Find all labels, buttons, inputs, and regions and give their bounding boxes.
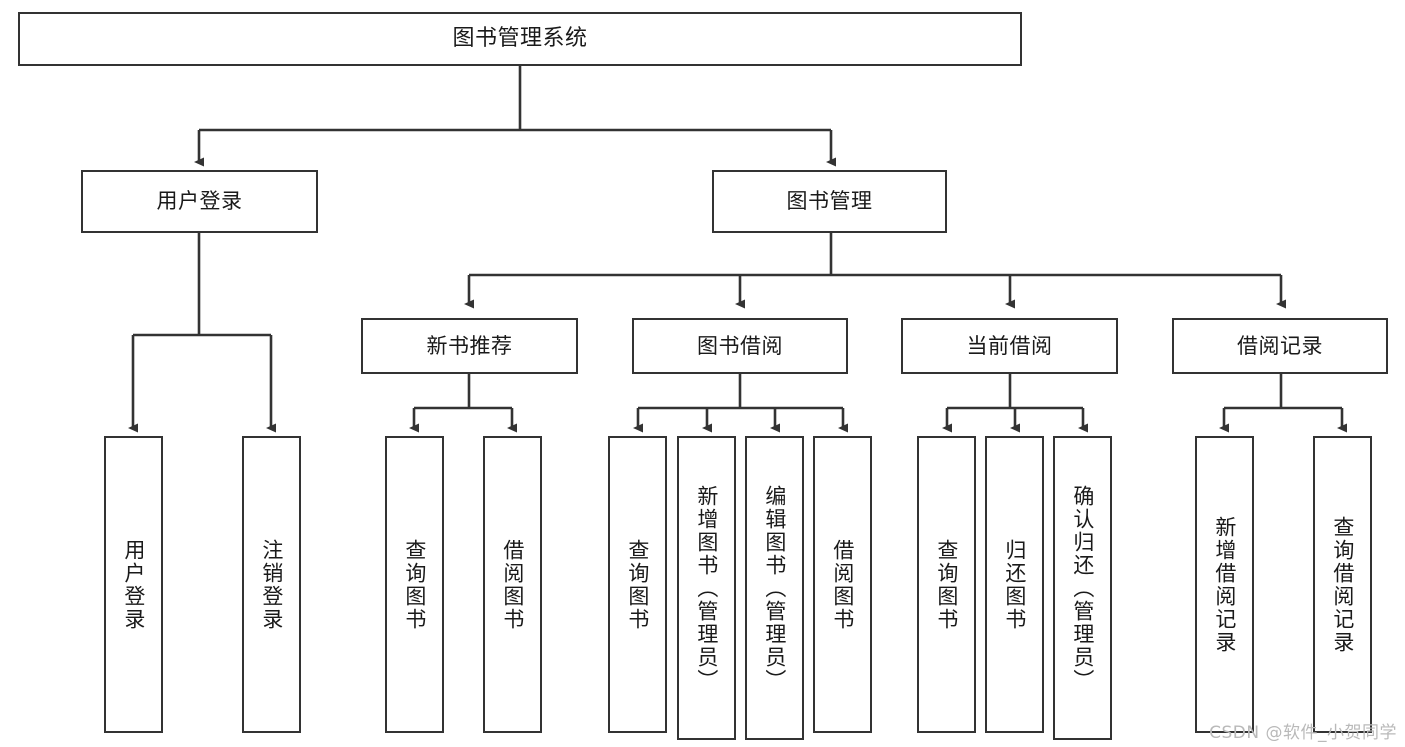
- node-label: 用户登录: [121, 538, 146, 631]
- node-label: 图书管理系统: [452, 26, 588, 52]
- leaf-record-query-record[interactable]: 查询借阅记录: [1313, 436, 1372, 733]
- node-label: 归还图书: [1002, 538, 1027, 631]
- node-label: 当前借阅: [966, 333, 1053, 358]
- node-label: 借阅图书: [830, 538, 855, 631]
- node-label: 编辑图书（管理员）: [762, 484, 787, 692]
- node-label: 确认归还（管理员）: [1070, 484, 1095, 692]
- node-root-system[interactable]: 图书管理系统: [18, 12, 1022, 66]
- node-label: 新增借阅记录: [1212, 515, 1237, 654]
- node-current-borrow[interactable]: 当前借阅: [901, 318, 1118, 374]
- csdn-watermark: CSDN @软件_小贺同学: [1209, 723, 1397, 743]
- node-new-book-recommend[interactable]: 新书推荐: [361, 318, 578, 374]
- node-label: 图书管理: [786, 189, 873, 214]
- leaf-record-add-record[interactable]: 新增借阅记录: [1195, 436, 1254, 733]
- node-label: 查询图书: [625, 538, 650, 631]
- node-label: 新书推荐: [426, 333, 513, 358]
- node-label: 注销登录: [259, 538, 284, 631]
- leaf-borrow-edit-book-admin[interactable]: 编辑图书（管理员）: [745, 436, 804, 740]
- node-book-management[interactable]: 图书管理: [712, 170, 947, 233]
- node-book-borrow[interactable]: 图书借阅: [632, 318, 848, 374]
- leaf-recommend-query-book[interactable]: 查询图书: [385, 436, 444, 733]
- leaf-recommend-borrow-book[interactable]: 借阅图书: [483, 436, 542, 733]
- node-label: 借阅图书: [500, 538, 525, 631]
- leaf-current-confirm-return-admin[interactable]: 确认归还（管理员）: [1053, 436, 1112, 740]
- node-label: 图书借阅: [697, 333, 783, 358]
- leaf-current-return-book[interactable]: 归还图书: [985, 436, 1044, 733]
- leaf-borrow-add-book-admin[interactable]: 新增图书（管理员）: [677, 436, 736, 740]
- node-label: 查询图书: [934, 538, 959, 631]
- leaf-user-login-signout[interactable]: 注销登录: [242, 436, 301, 733]
- leaf-user-login-signin[interactable]: 用户登录: [104, 436, 163, 733]
- leaf-borrow-borrow-book[interactable]: 借阅图书: [813, 436, 872, 733]
- leaf-current-query-book[interactable]: 查询图书: [917, 436, 976, 733]
- node-label: 查询图书: [402, 538, 427, 631]
- node-label: 借阅记录: [1237, 333, 1323, 358]
- node-borrow-record[interactable]: 借阅记录: [1172, 318, 1388, 374]
- node-label: 用户登录: [156, 189, 243, 214]
- node-label: 查询借阅记录: [1330, 515, 1355, 654]
- node-label: 新增图书（管理员）: [694, 484, 719, 692]
- leaf-borrow-query-book[interactable]: 查询图书: [608, 436, 667, 733]
- node-user-login[interactable]: 用户登录: [81, 170, 318, 233]
